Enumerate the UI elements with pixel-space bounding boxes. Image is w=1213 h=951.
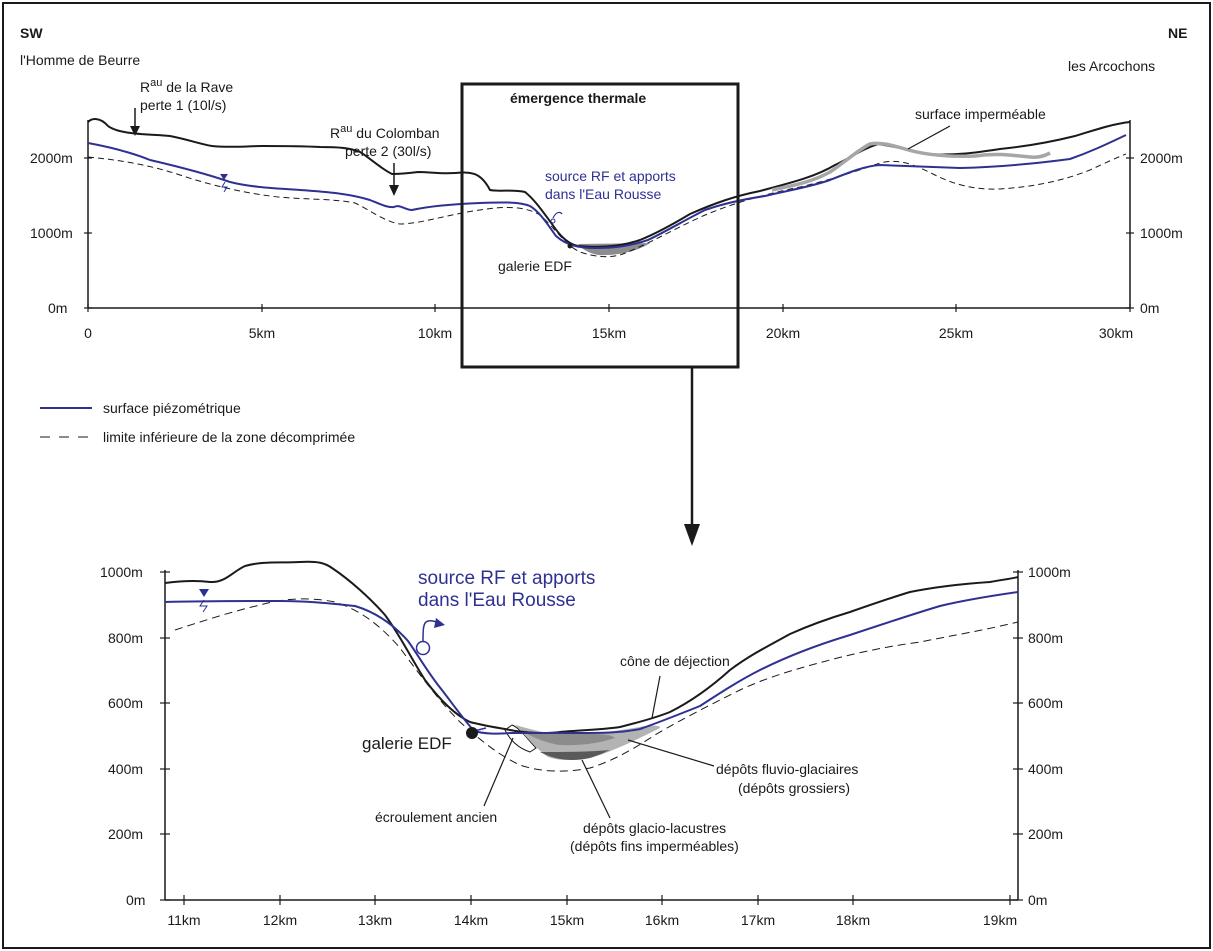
- legend-decomp-label: limite inférieure de la zone décomprimée: [103, 429, 355, 445]
- legend: surface piézométrique limite inférieure …: [40, 400, 355, 445]
- colomban-perte-label: perte 2 (30l/s): [345, 143, 431, 159]
- x-tick-label: 20km: [766, 325, 800, 341]
- place-label-right: les Arcochons: [1068, 58, 1155, 74]
- detail-x-tick-label: 15km: [550, 912, 584, 928]
- y-tick-label: 0m: [1140, 300, 1159, 316]
- y-tick-label: 0m: [48, 300, 67, 316]
- detail-y-tick-label: 0m: [126, 892, 145, 908]
- x-tick-label: 10km: [418, 325, 452, 341]
- x-tick-label: 5km: [249, 325, 275, 341]
- detail-galerie-point: [466, 727, 478, 739]
- detail-cross-section: 1000m 800m 600m 400m 200m 0m 1000m 800m …: [100, 560, 1071, 928]
- cone-leader: [651, 675, 661, 719]
- detail-source-arrow-head: [434, 618, 445, 628]
- detail-y-tick-label: 200m: [108, 826, 143, 842]
- source-rf-label: dans l'Eau Rousse: [545, 186, 662, 202]
- fluvio-label: dépôts fluvio-glaciaires: [716, 761, 858, 777]
- rave-label: Rau de la Rave: [140, 77, 233, 95]
- collapse-label: écroulement ancien: [375, 809, 497, 825]
- y-tick-label: 1000m: [30, 225, 73, 241]
- thermal-emergence-box: [460, 82, 740, 369]
- galerie-label: galerie EDF: [498, 258, 572, 274]
- cone-label: cône de déjection: [620, 653, 730, 669]
- glacio-lacustrine-deposit: [540, 750, 610, 760]
- dir-label-ne: NE: [1168, 25, 1187, 41]
- impermeable-label: surface imperméable: [915, 106, 1046, 122]
- detail-y-tick-label: 600m: [108, 695, 143, 711]
- top-cross-section: SW NE l'Homme de Beurre les Arcochons 20…: [20, 25, 1187, 546]
- thermal-emergence-title: émergence thermale: [510, 90, 646, 106]
- decompressed-limit-line: [87, 153, 1127, 258]
- perte2-arrow: [389, 185, 399, 196]
- glacio-label: dépôts glacio-lacustres: [583, 820, 726, 836]
- detail-galerie-label: galerie EDF: [362, 734, 452, 753]
- detail-y-tick-label: 600m: [1028, 695, 1063, 711]
- detail-y-tick-label: 800m: [108, 630, 143, 646]
- dir-label-sw: SW: [20, 25, 43, 41]
- impermeable-surface: [771, 141, 1051, 192]
- detail-x-ticks: [183, 895, 1011, 905]
- source-flow-arrow: [552, 211, 563, 219]
- zoom-arrow-head: [684, 524, 700, 546]
- detail-y-tick-label: 0m: [1028, 892, 1047, 908]
- source-rf-label: source RF et apports: [545, 168, 676, 184]
- x-ticks: [87, 304, 1131, 312]
- impermeable-leader: [907, 125, 951, 150]
- source-point: [550, 218, 556, 224]
- detail-source-point: [415, 640, 431, 656]
- fluvio-leader: [627, 739, 715, 767]
- fluvio-deposit-top: [578, 243, 650, 256]
- detail-source-label: dans l'Eau Rousse: [418, 590, 576, 611]
- detail-y-tick-label: 1000m: [1028, 564, 1071, 580]
- water-table-icon: [220, 174, 228, 180]
- detail-y-tick-label: 400m: [108, 761, 143, 777]
- x-tick-label: 30km: [1099, 325, 1133, 341]
- old-collapse-deposit: [504, 724, 537, 753]
- glacio-leader: [581, 759, 611, 819]
- detail-x-tick-label: 11km: [167, 912, 200, 928]
- detail-source-label: source RF et apports: [418, 568, 595, 589]
- detail-decompressed-limit: [174, 598, 1019, 772]
- detail-y-tick-label: 1000m: [100, 564, 143, 580]
- detail-piezometric-surface: [164, 591, 1019, 735]
- collapse-leader: [483, 737, 514, 807]
- fluvio-label: (dépôts grossiers): [738, 780, 850, 796]
- detail-x-tick-label: 14km: [454, 912, 488, 928]
- detail-x-tick-label: 17km: [741, 912, 775, 928]
- y-tick-label: 2000m: [30, 150, 73, 166]
- water-table-icon: [221, 181, 228, 193]
- place-label-left: l'Homme de Beurre: [20, 52, 140, 68]
- detail-water-table-icon: [199, 589, 209, 597]
- detail-x-tick-label: 13km: [358, 912, 392, 928]
- glacio-label: (dépôts fins imperméables): [570, 838, 739, 854]
- rave-perte-label: perte 1 (10l/s): [140, 97, 226, 113]
- galerie-point: [567, 243, 573, 249]
- legend-piezo-label: surface piézométrique: [103, 400, 241, 416]
- x-tick-label: 25km: [939, 325, 973, 341]
- detail-x-tick-label: 18km: [836, 912, 870, 928]
- y-tick-label: 1000m: [1140, 225, 1183, 241]
- detail-y-tick-label: 400m: [1028, 761, 1063, 777]
- perte1-arrow: [130, 126, 140, 136]
- piezometric-surface: [87, 134, 1127, 250]
- detail-y-tick-label: 200m: [1028, 826, 1063, 842]
- x-tick-label: 15km: [592, 325, 626, 341]
- colomban-label: Rau du Colomban: [330, 123, 440, 141]
- detail-x-tick-label: 12km: [263, 912, 297, 928]
- y-tick-label: 2000m: [1140, 150, 1183, 166]
- detail-y-ticks: [160, 571, 1023, 901]
- detail-y-tick-label: 800m: [1028, 630, 1063, 646]
- detail-x-tick-label: 19km: [983, 912, 1017, 928]
- x-tick-label: 0: [84, 325, 92, 341]
- detail-water-table-icon: [199, 599, 208, 613]
- detail-x-tick-label: 16km: [645, 912, 679, 928]
